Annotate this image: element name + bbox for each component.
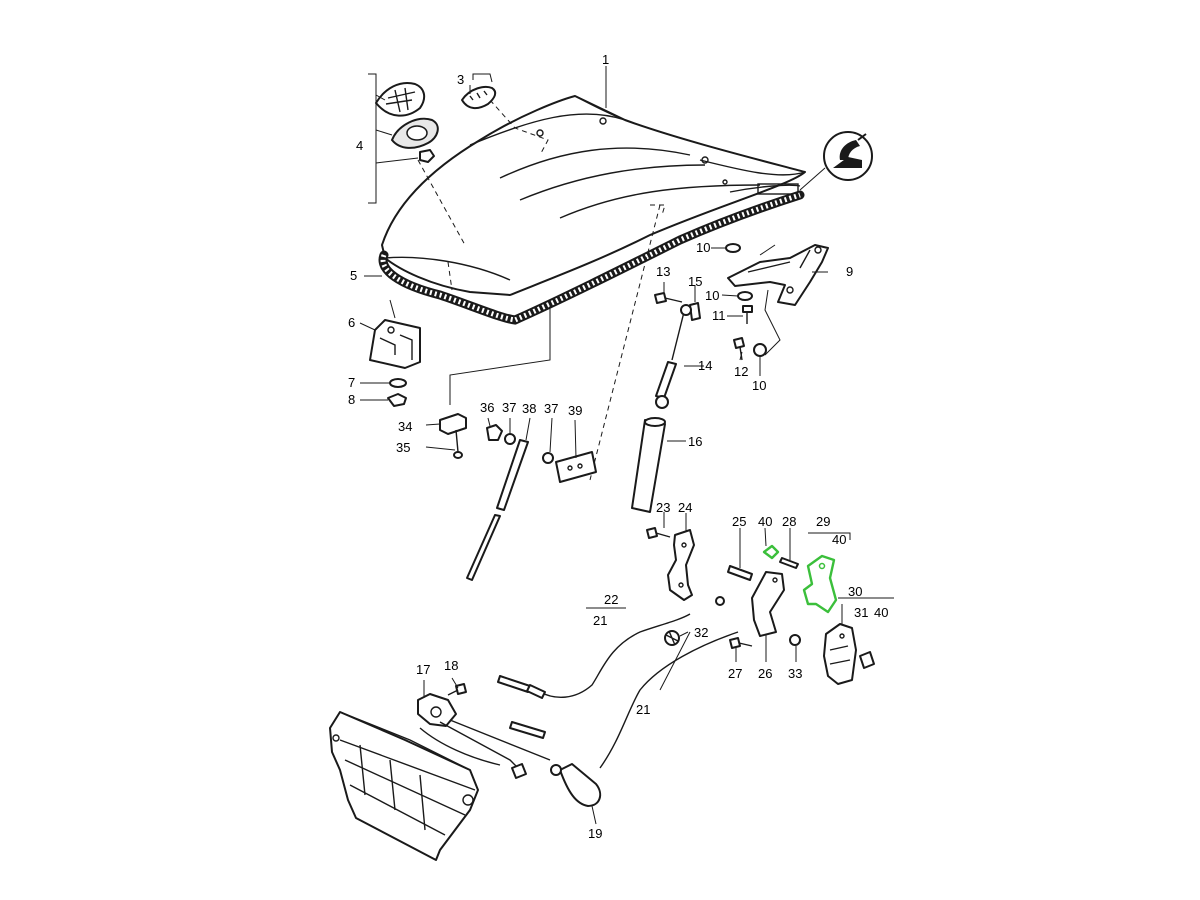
label-34: 34 [398, 419, 412, 434]
label-15: 15 [688, 274, 702, 289]
label-17: 17 [416, 662, 430, 677]
bolt-12[interactable] [733, 337, 745, 361]
emblem-nut[interactable] [419, 149, 435, 163]
hood-seal[interactable] [378, 190, 805, 325]
label-10b: 10 [705, 288, 719, 303]
lock-latch-29[interactable] [802, 554, 838, 614]
grommet-32[interactable] [664, 630, 680, 646]
label-7: 7 [348, 375, 355, 390]
hood-panel[interactable] [381, 95, 806, 296]
label-11: 11 [712, 308, 726, 323]
washer-7[interactable] [389, 378, 407, 388]
label-37b: 37 [544, 401, 558, 416]
label-32: 32 [694, 625, 708, 640]
washer-10c[interactable] [753, 343, 767, 357]
lock-bracket[interactable] [369, 319, 421, 369]
switch-31[interactable] [859, 651, 875, 669]
hood-hinge[interactable] [727, 244, 829, 306]
prop-bracket[interactable] [555, 451, 597, 483]
nut-8[interactable] [387, 393, 407, 407]
label-21a: 21 [593, 613, 607, 628]
washer-33[interactable] [789, 634, 801, 646]
label-1: 1 [602, 52, 609, 67]
label-35: 35 [396, 440, 410, 455]
emblem-crest[interactable] [375, 82, 426, 117]
emblem-gasket[interactable] [390, 117, 439, 149]
label-8: 8 [348, 392, 355, 407]
cable-21b[interactable] [509, 631, 739, 769]
clip-15[interactable] [689, 302, 701, 321]
label-39: 39 [568, 403, 582, 418]
label-30: 30 [848, 584, 862, 599]
label-25: 25 [732, 514, 746, 529]
label-26: 26 [758, 666, 772, 681]
label-6: 6 [348, 315, 355, 330]
lock-assembly-30[interactable] [823, 623, 857, 685]
lock-carrier-26[interactable] [751, 571, 785, 637]
label-31: 31 [854, 605, 868, 620]
bolt-23[interactable] [646, 527, 671, 539]
nut-36[interactable] [486, 424, 503, 441]
part-labels: 1 3 4 5 6 7 8 9 10 10 11 12 10 13 15 14 … [348, 52, 888, 841]
lock-support-24[interactable] [667, 529, 695, 601]
assembly-guides [389, 99, 781, 481]
label-14: 14 [698, 358, 712, 373]
label-18: 18 [444, 658, 458, 673]
label-16: 16 [688, 434, 702, 449]
release-lever-17[interactable] [417, 693, 457, 727]
label-3: 3 [457, 72, 464, 87]
pin-28[interactable] [779, 557, 799, 569]
label-40c: 40 [874, 605, 888, 620]
label-10a: 10 [696, 240, 710, 255]
gas-strut[interactable] [655, 304, 692, 409]
label-37a: 37 [502, 400, 516, 415]
spring-40[interactable] [762, 544, 780, 560]
bolt-13[interactable] [654, 292, 683, 304]
label-40a: 40 [758, 514, 772, 529]
label-10c: 10 [752, 378, 766, 393]
label-19: 19 [588, 826, 602, 841]
label-22: 22 [604, 592, 618, 607]
washer-10a[interactable] [725, 243, 741, 253]
bolt-18[interactable] [447, 683, 467, 696]
pin-25[interactable] [727, 565, 753, 581]
label-38: 38 [522, 401, 536, 416]
washer-10b[interactable] [737, 291, 753, 301]
label-9: 9 [846, 264, 853, 279]
front-body-panel[interactable] [329, 711, 479, 861]
label-36: 36 [480, 400, 494, 415]
cable-end-21[interactable] [497, 596, 725, 699]
sealant-application-icon [799, 131, 873, 191]
label-5: 5 [350, 268, 357, 283]
screw-35[interactable] [453, 429, 463, 459]
label-12: 12 [734, 364, 748, 379]
bolt-11[interactable] [742, 305, 753, 324]
buffer-34[interactable] [439, 413, 467, 435]
release-cable[interactable] [419, 719, 551, 779]
release-handle-19[interactable] [550, 763, 602, 807]
label-leaders [359, 66, 894, 825]
label-24: 24 [678, 500, 692, 515]
washer-37b[interactable] [542, 452, 554, 464]
washer-37a[interactable] [504, 433, 516, 445]
bolt-27[interactable] [729, 637, 753, 649]
script-lettering[interactable] [461, 85, 497, 110]
label-40b: 40 [832, 532, 846, 547]
label-13: 13 [656, 264, 670, 279]
label-27: 27 [728, 666, 742, 681]
label-23: 23 [656, 500, 670, 515]
label-29: 29 [816, 514, 830, 529]
prop-rod[interactable] [466, 439, 529, 581]
label-4: 4 [356, 138, 363, 153]
label-28: 28 [782, 514, 796, 529]
label-33: 33 [788, 666, 802, 681]
strut-cover[interactable] [631, 417, 666, 513]
label-21b: 21 [636, 702, 650, 717]
